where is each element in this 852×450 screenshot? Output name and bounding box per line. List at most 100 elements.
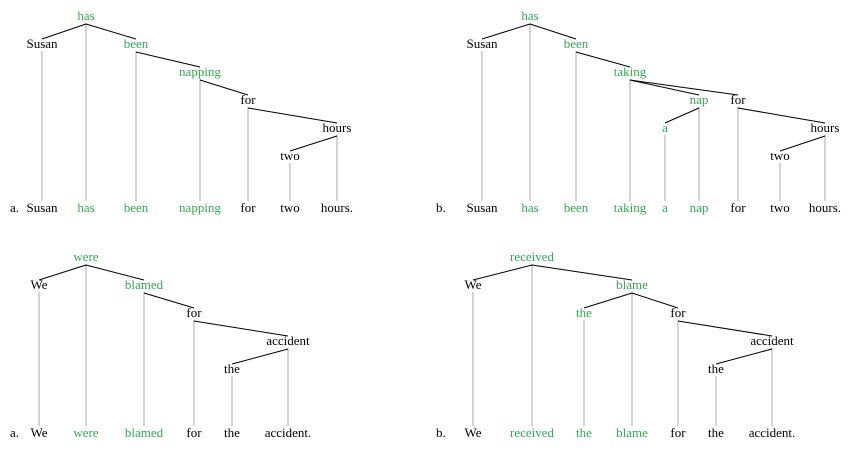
dependency-edge	[583, 292, 633, 309]
tree-node: been	[564, 36, 589, 51]
tree-node: the	[708, 361, 724, 376]
tree-node: the	[224, 361, 240, 376]
dependency-edge	[193, 320, 289, 337]
dependency-edge	[677, 320, 773, 337]
tree-node: blamed	[125, 277, 164, 292]
dependency-edge	[529, 23, 577, 40]
tree-node: accident	[266, 333, 310, 348]
dependency-edges	[472, 264, 773, 365]
dependency-edge	[199, 79, 249, 96]
sentence-word: accident.	[749, 425, 796, 440]
sentence-word: Susan	[466, 200, 498, 215]
tree-node: two	[280, 148, 300, 163]
panel-letter: b.	[436, 200, 446, 215]
tree-node: for	[186, 305, 202, 320]
projection-stems	[481, 23, 826, 201]
tree-node: for	[240, 92, 256, 107]
tree-node: accident	[750, 333, 794, 348]
dependency-edge	[664, 107, 700, 124]
tree-node: nap	[690, 92, 709, 107]
dependency-edge	[38, 264, 87, 281]
sentence-word: We	[465, 425, 482, 440]
dependency-edge	[779, 135, 826, 152]
dependency-edge	[247, 107, 338, 124]
dependency-edge	[575, 51, 631, 68]
sentence-word: for	[730, 200, 746, 215]
sentence-word: two	[280, 200, 300, 215]
sentence-word: hours.	[809, 200, 841, 215]
dependency-edge	[737, 107, 826, 124]
sentence-word: We	[31, 425, 48, 440]
sentence-word-row: We were blamed for the accident.	[31, 425, 312, 440]
sentence-word: been	[124, 200, 149, 215]
dependency-edge	[231, 348, 289, 365]
tree-node: Susan	[26, 36, 58, 51]
dependency-edge	[629, 79, 700, 96]
sentence-word: were	[73, 425, 98, 440]
tree-node: hours	[811, 120, 840, 135]
dependency-edge	[289, 135, 338, 152]
tree-canvas: were We blamed for accident the a. We were blamed…	[10, 249, 312, 440]
sentence-word: a	[662, 200, 668, 215]
sentence-word: accident.	[265, 425, 312, 440]
dependency-edge	[629, 79, 739, 96]
sentence-word: for	[186, 425, 202, 440]
dependency-edge	[631, 292, 679, 309]
sentence-word: blame	[616, 425, 648, 440]
tree-node: for	[730, 92, 746, 107]
dependency-edge	[41, 23, 87, 40]
tree-node: has	[77, 8, 94, 23]
sentence-word: the	[576, 425, 592, 440]
panel-letter: a.	[10, 200, 19, 215]
tree-node: Susan	[466, 36, 498, 51]
tree-node: a	[662, 120, 668, 135]
sentence-word: taking	[614, 200, 647, 215]
panel-letter: b.	[436, 425, 446, 440]
sentence-word: has	[521, 200, 538, 215]
dependency-edges	[41, 23, 338, 152]
tree-node: has	[521, 8, 538, 23]
tree-node: We	[465, 277, 482, 292]
sentence-word: for	[670, 425, 686, 440]
tree-node: hours	[323, 120, 352, 135]
dependency-edge	[481, 23, 531, 40]
dependency-edges	[481, 23, 826, 152]
tree-node: for	[670, 305, 686, 320]
tree-node: the	[576, 305, 592, 320]
panel-bottom-left: were We blamed for accident the a. We were blamed…	[0, 225, 426, 450]
sentence-word: hours.	[321, 200, 353, 215]
projection-stems	[38, 264, 289, 426]
dependency-edge	[531, 264, 633, 281]
dependency-edge	[85, 264, 145, 281]
dependency-edges	[38, 264, 289, 365]
dependency-edge	[135, 51, 201, 68]
sentence-word: received	[510, 425, 555, 440]
sentence-word: blamed	[125, 425, 164, 440]
sentence-word: nap	[690, 200, 709, 215]
tree-node: received	[510, 249, 555, 264]
dependency-edge	[143, 292, 195, 309]
tree-node: napping	[179, 64, 221, 79]
projection-stems	[472, 264, 773, 426]
sentence-word: napping	[179, 200, 221, 215]
sentence-word: Susan	[26, 200, 58, 215]
sentence-word: for	[240, 200, 256, 215]
sentence-word: two	[770, 200, 790, 215]
tree-node: two	[770, 148, 790, 163]
sentence-word: the	[224, 425, 240, 440]
panel-letter: a.	[10, 425, 19, 440]
